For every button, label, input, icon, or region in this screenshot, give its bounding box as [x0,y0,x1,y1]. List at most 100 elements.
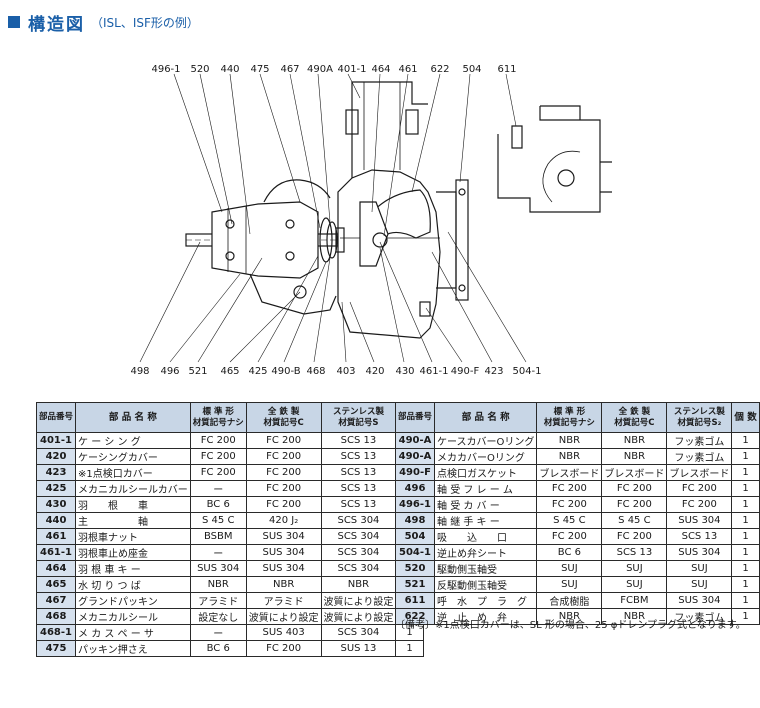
stainless-material-cell: 波質により設定 [320,608,397,625]
part-name-cell: メカカバーOリング [434,448,538,465]
standard-material-cell: S 45 C [189,512,247,529]
label-498: 498 [130,366,149,377]
table-header-row: 部品番号 部 品 名 称 標 準 形材質記号ナシ 全 鉄 製材質記号C ステンレ… [35,402,424,433]
stainless-material-cell: SUS 304 [666,592,733,609]
part-name-cell: 点検口ガスケット [434,464,538,481]
part-no-cell: 504-1 [394,544,436,561]
standard-material-cell: 設定なし [189,608,247,625]
part-no-cell: 465 [35,576,77,593]
part-name-cell: 駆動側玉軸受 [434,560,538,577]
iron-material-cell: S 45 C [601,512,668,529]
part-no-cell: 622 [394,608,436,625]
heading-title: 構造図 [28,14,85,35]
part-no-cell: 490-F [394,464,436,481]
stainless-material-cell: SCS 13 [666,528,733,545]
label-490-f: 490-F [451,366,480,377]
part-no-cell: 611 [394,592,436,609]
part-name-cell: パッキン押さえ [75,640,191,657]
part-no-cell: 521 [394,576,436,593]
label-611: 611 [497,64,516,75]
iron-material-cell: FC 200 [245,432,322,449]
table-header-row: 部品番号 部 品 名 称 標 準 形材質記号ナシ 全 鉄 製材質記号C ステンレ… [394,402,760,433]
qty-cell: 1 [731,544,760,561]
part-no-cell: 490-A [394,448,436,465]
part-no-cell: 461-1 [35,544,77,561]
part-no-cell: 490-A [394,432,436,449]
stainless-material-cell: 波質により設定 [320,592,397,609]
label-420: 420 [365,366,384,377]
iron-material-cell: FC 200 [245,448,322,465]
standard-material-cell: FC 200 [189,448,247,465]
part-no-cell: 430 [35,496,77,513]
stainless-material-cell: フッ素ゴム [666,448,733,465]
iron-material-cell: FCBM [601,592,668,609]
label-465: 465 [220,366,239,377]
standard-material-cell: FC 200 [536,496,603,513]
standard-material-cell: BC 6 [189,496,247,513]
iron-material-cell: NBR [245,576,322,593]
standard-material-cell: NBR [189,576,247,593]
iron-material-cell: SUS 304 [245,560,322,577]
col-part-no: 部品番号 [394,402,436,433]
part-name-cell: ※1点検口カバー [75,464,191,481]
part-name-cell: 羽 根 車 [75,496,191,513]
col-stainless: ステンレス製材質記号S [320,402,397,433]
qty-cell: 1 [731,432,760,449]
standard-material-cell: アラミド [189,592,247,609]
part-no-cell: 475 [35,640,77,657]
qty-cell: 1 [731,592,760,609]
stainless-material-cell: FC 200 [666,480,733,497]
part-no-cell: 464 [35,560,77,577]
label-461: 461 [398,64,417,75]
standard-material-cell: SUJ [536,576,603,593]
part-name-cell: 吸 込 口 [434,528,538,545]
standard-material-cell: SUS 304 [189,560,247,577]
part-no-cell: 496-1 [394,496,436,513]
col-stainless: ステンレス製材質記号S₂ [666,402,733,433]
part-name-cell: 軸 受 カ バ ー [434,496,538,513]
part-no-cell: 425 [35,480,77,497]
part-name-cell: メカニカルシールカバー [75,480,191,497]
label-425: 425 [248,366,267,377]
stainless-material-cell: SUS 304 [666,512,733,529]
stainless-material-cell: SCS 304 [320,544,397,561]
label-504-1: 504-1 [512,366,541,377]
stainless-material-cell: SCS 13 [320,432,397,449]
standard-material-cell: BSBM [189,528,247,545]
label-461-1: 461-1 [419,366,448,377]
standard-material-cell: FC 200 [536,480,603,497]
part-name-cell: 軸 継 手 キ ー [434,512,538,529]
part-no-cell: 461 [35,528,77,545]
part-name-cell: 呼 水 プ ラ グ [434,592,538,609]
qty-cell: 1 [395,640,424,657]
label-490a: 490A [307,64,333,75]
col-standard: 標 準 形材質記号ナシ [536,402,603,433]
stainless-material-cell: FC 200 [666,496,733,513]
iron-material-cell: FC 200 [601,496,668,513]
qty-cell: 1 [731,576,760,593]
label-521: 521 [188,366,207,377]
label-401-1: 401-1 [337,64,366,75]
standard-material-cell: NBR [536,448,603,465]
label-496-1: 496-1 [151,64,180,75]
part-name-cell: 主 軸 [75,512,191,529]
iron-material-cell: FC 200 [601,528,668,545]
label-468: 468 [306,366,325,377]
label-430: 430 [395,366,414,377]
table-row: 468メカニカルシール設定なし波質により設定波質により設定1 組 [35,608,424,625]
